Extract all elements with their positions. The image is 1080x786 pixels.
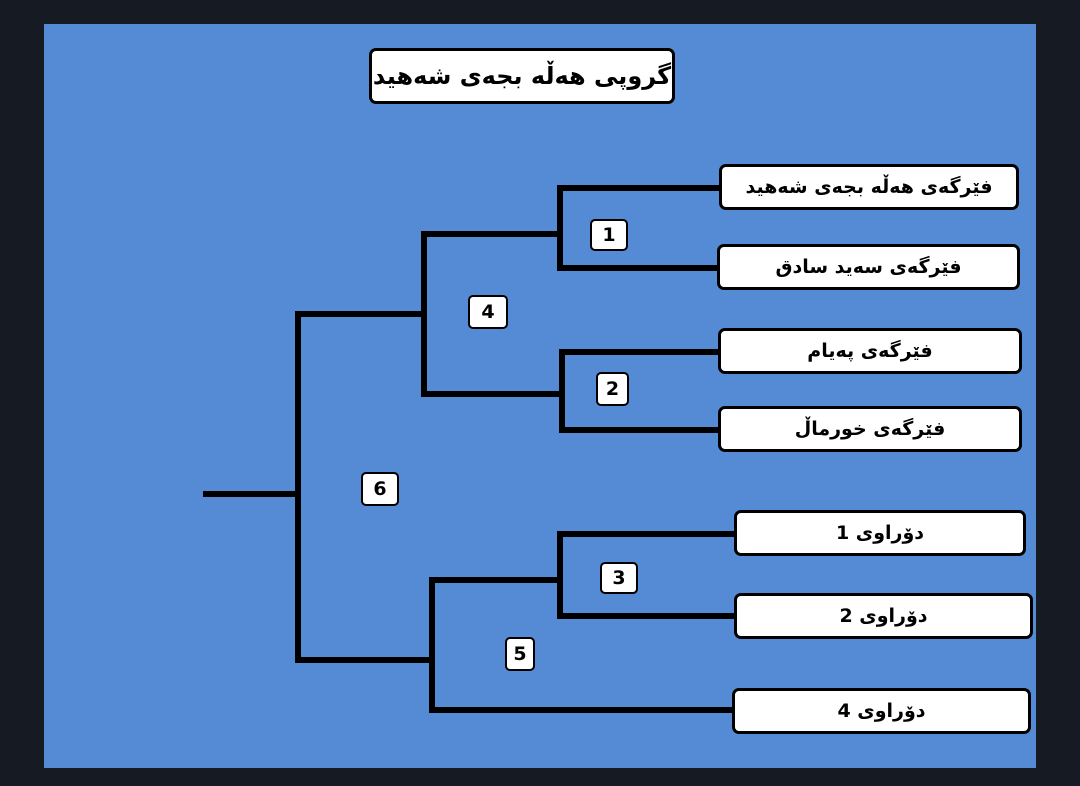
team-slot-1: فێرگەی هەڵە بجەی شەهید [719, 164, 1019, 210]
team-slot-3: فێرگەی پەیام [718, 328, 1022, 374]
match-number-5: 5 [505, 637, 535, 671]
team-slot-2: فێرگەی سەید سادق [717, 244, 1020, 290]
match-number-1: 1 [590, 219, 628, 251]
team-slot-7: دۆراوی 4 [732, 688, 1031, 734]
match-number-2: 2 [596, 372, 629, 406]
match-number-6: 6 [361, 472, 399, 506]
team-slot-5: دۆراوی 1 [734, 510, 1026, 556]
match-number-3: 3 [600, 562, 638, 594]
match-number-4: 4 [468, 295, 508, 329]
group-title: گروپی هەڵە بجەی شەهید [369, 48, 675, 104]
team-slot-4: فێرگەی خورماڵ [718, 406, 1022, 452]
team-slot-6: دۆراوی 2 [734, 593, 1033, 639]
